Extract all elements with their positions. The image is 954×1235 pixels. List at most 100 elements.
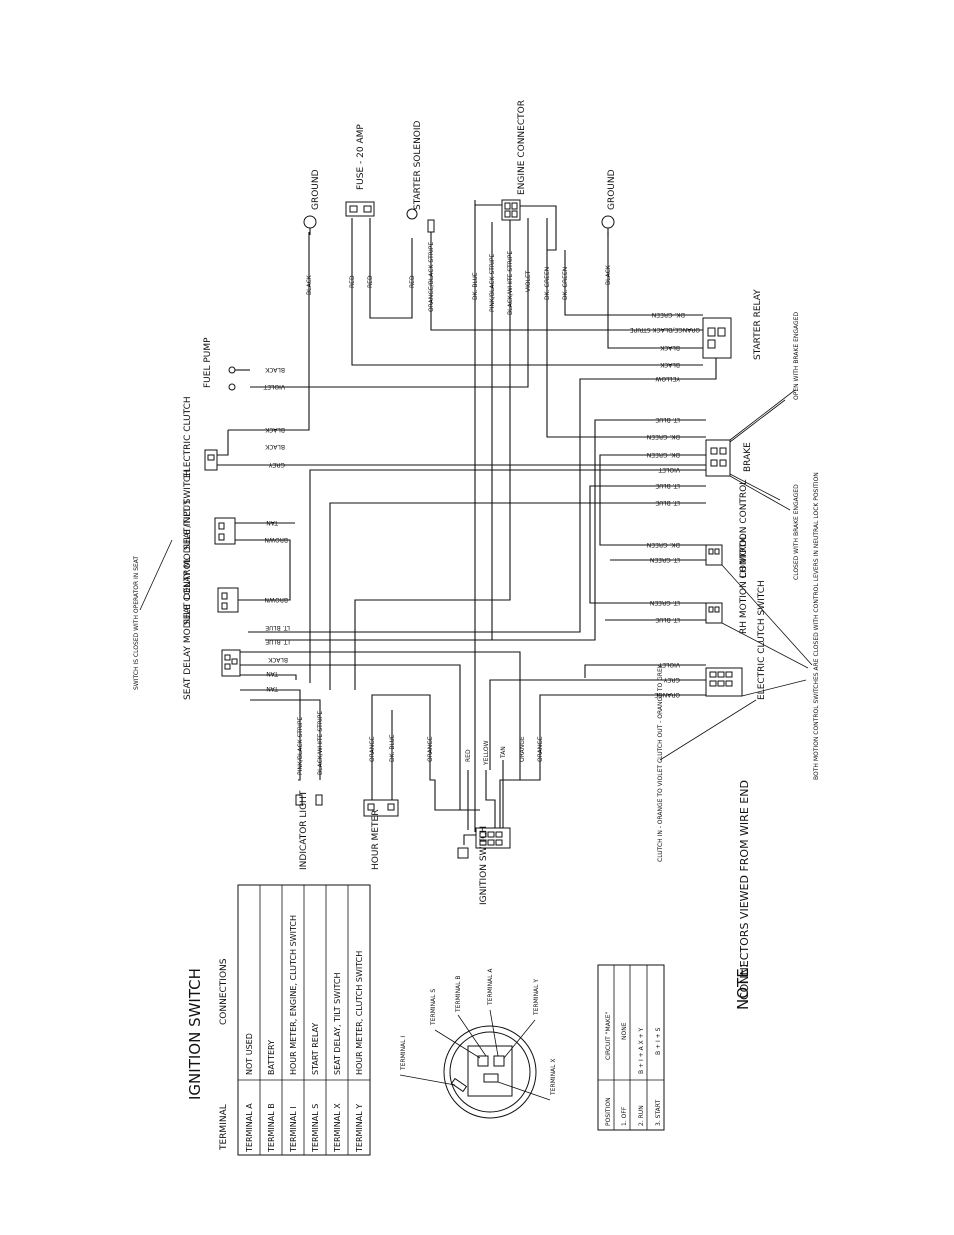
wire-label: GREY [268,461,285,468]
label-fuel-pump: FUEL PUMP [203,337,213,388]
table-cell: 1. OFF [621,1106,628,1126]
wire-label: DK. GREEN [544,267,551,300]
wire-label: VIOLET [263,383,285,390]
wire-label: DK. GREEN [647,451,680,458]
label-ground-top: GROUND [311,169,321,210]
table-cell: TERMINAL I [289,1106,298,1153]
wire-label: VIOLET [658,466,680,473]
wire-label: GREY [663,676,680,683]
wire-label: RED [409,275,416,288]
table-cell: START RELAY [311,1023,320,1075]
table-cell: CIRCUIT "MAKE" [605,1011,612,1060]
label-starter-solenoid: STARTER SOLENOID [413,120,423,210]
wire-label: BLACK [264,366,285,373]
rh-motion-symbol [705,602,723,624]
wire-label: DK. GREEN [647,541,680,548]
switch-terminal-label: TERMINAL X [550,1058,557,1096]
terminal-table-title: IGNITION SWITCH [186,968,204,1100]
label-ground-right: GROUND [607,169,617,210]
note-open-brake: OPEN WITH BRAKE ENGAGED [793,312,800,400]
wire-label: LT. BLUE [265,624,290,631]
wire-label: TAN [266,670,279,677]
note-label: NOTE: [734,963,752,1010]
table-cell: B + I + A X + Y [638,1027,645,1074]
wire-label: ORANGE [427,736,434,762]
table-cell: POSITION [605,1097,612,1126]
wire-label: BROWN [265,536,288,543]
component-labels: GROUND FUSE - 20 AMP STARTER SOLENOID EN… [183,100,767,905]
ground-symbol-right [601,215,615,229]
label-lh-motion: LH MOTION CONTROL [739,480,749,578]
table-cell: BATTERY [267,1040,276,1075]
label-seat-tilt: SEAT/TILT SWITCH [183,469,193,550]
table-cell: HOUR METER, ENGINE, CLUTCH SWITCH [289,915,298,1075]
wire-label: DK. GREEN [652,311,685,318]
wire-label: BLACK [264,443,285,450]
table-cell: HOUR METER, CLUTCH SWITCH [355,951,364,1075]
label-fuse: FUSE - 20 AMP [356,124,366,190]
wire-label: ORANGE/BLACK STRIPE [428,242,435,312]
connections-header: CONNECTIONS [219,958,229,1025]
wire-label: LT. GREEN [650,599,680,606]
wire-label: PINK/BLACK STRIPE [489,254,496,312]
wire-label: BLACK [306,274,313,295]
table-cell: SEAT DELAY, TILT SWITCH [333,973,342,1076]
switch-terminal-label: TERMINAL I [400,1036,407,1071]
table-cell: TERMINAL Y [355,1104,364,1153]
note-closed-brake: CLOSED WITH BRAKE ENGAGED [793,484,800,580]
switch-terminal-label: TERMINAL A [487,968,494,1006]
wire-label: VIOLET [658,661,680,668]
wire-label: TAN [266,519,279,526]
label-electric-clutch: ELECTRIC CLUTCH [183,396,193,478]
switch-terminal-label: TERMINAL S [430,989,437,1026]
wire-label: LT. BLUE [655,482,680,489]
wire-label: PINK/BLACK STRIPE [297,717,304,775]
circuit-table: POSITION CIRCUIT "MAKE" 1. OFF NONE 2. R… [597,964,665,1131]
wire-label: BLACK [264,426,285,433]
components [204,199,743,859]
brake-switch-symbol [705,439,731,477]
wire-label: LT. GREEN [650,556,680,563]
switch-terminal-label: TERMINAL Y [533,979,540,1016]
indicator-light-symbol [295,794,303,806]
wire-label: BLACK [659,344,680,351]
note-seat-switch: SWITCH IS CLOSED WITH OPERATOR IN SEAT [133,556,140,690]
ignition-switch-face: TERMINAL I TERMINAL S TERMINAL B TERMINA… [399,968,557,1119]
circuit-table-frame [597,964,665,1131]
label-ignition-switch: IGNITION SWITCH [479,826,489,905]
wire-label: BROWN [265,596,288,603]
wire-label: BLACK/WHITE STRIPE [507,251,514,315]
seat-delay-input-symbol [217,587,239,613]
starter-relay-symbol [702,317,732,359]
fuel-pump-terminal [228,366,236,374]
wire-label: BLACK [605,264,612,285]
table-cell: TERMINAL A [245,1103,254,1153]
label-rh-motion: RH MOTION CONTROL [739,534,749,634]
note-clutch-in-out: CLUTCH IN - ORANGE TO VIOLET CLUTCH OUT … [657,664,664,862]
wire-label: LT. BLUE [655,416,680,423]
terminal-header: TERMINAL [219,1104,229,1151]
wire-label: DK. BLUE [389,734,396,762]
wire-label: DK. GREEN [647,433,680,440]
wire-label: LT. BLUE [655,616,680,623]
note-text: CONNECTORS VIEWED FROM WIRE END [738,780,751,1000]
wire-label: LT. BLUE [265,638,290,645]
solenoid-terminal [406,208,418,220]
label-indicator-light: INDICATOR LIGHT [299,790,309,870]
label-seat-delay-input: SEAT DELAY MODULE INPUT [183,499,193,625]
table-cell: TERMINAL B [267,1103,276,1153]
label-seat-delay-control: SEAT DELAY MODULE CONTROL [183,557,193,700]
label-starter-relay: STARTER RELAY [753,289,763,360]
lh-motion-symbol [705,544,723,566]
label-hour-meter: HOUR METER [371,810,381,870]
label-clutch-switch: ELECTRIC CLUTCH SWITCH [757,580,767,700]
wire-label: ORANGE [519,736,526,762]
wire-label: ORANGE [369,736,376,762]
table-cell: B + I + S [655,1027,662,1055]
table-cell: 2. RUN [638,1105,645,1126]
wire-label: TAN [500,746,507,759]
wire-label: LT. BLUE [655,499,680,506]
wire-label: RED [465,749,472,762]
wire-label: BLACK [659,361,680,368]
